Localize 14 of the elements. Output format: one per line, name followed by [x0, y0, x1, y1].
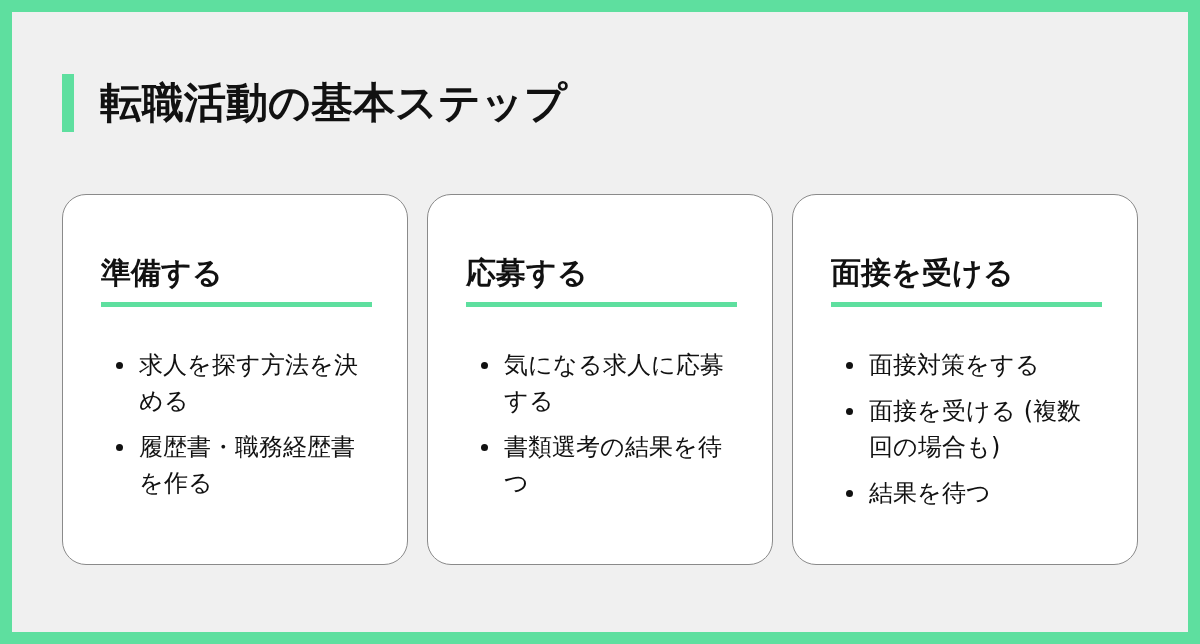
list-item-text: 履歴書・職務経歴書を作る — [139, 432, 356, 499]
card-heading: 面接を受ける — [831, 254, 1014, 292]
list-item-text: 求人を探す方法を決める — [139, 350, 359, 417]
card-heading: 準備する — [101, 254, 223, 292]
card-heading: 応募する — [466, 254, 588, 292]
step-card — [427, 194, 773, 565]
step-card — [792, 194, 1138, 565]
list-item-text: 気になる求人に応募する — [504, 350, 725, 417]
list-item-text: 面接対策をする — [869, 350, 1041, 381]
list-item-text: 書類選考の結果を待つ — [504, 432, 723, 499]
list-item-text: 面接を受ける (複数回の場合も) — [869, 396, 1082, 463]
list-item-text: 結果を待つ — [869, 478, 992, 509]
step-card — [62, 194, 408, 565]
title: 転職活動の基本ステップ — [100, 77, 567, 129]
